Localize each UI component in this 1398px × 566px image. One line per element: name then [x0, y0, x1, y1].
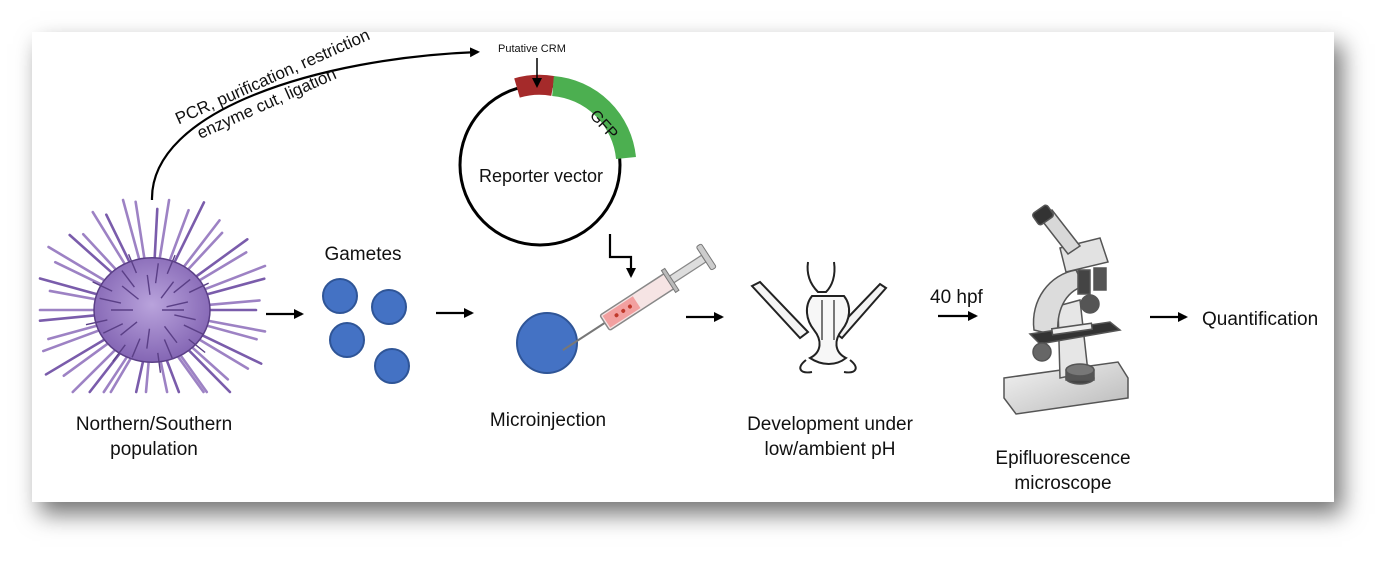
- urchin-texture-line: [102, 323, 124, 334]
- population-label-line1: Northern/Southern: [75, 414, 233, 435]
- urchin-body: [93, 257, 211, 363]
- microscope-label-line1: Epifluorescence: [995, 448, 1131, 469]
- urchin-texture-line: [121, 270, 135, 288]
- plasmid-icon: [458, 58, 636, 247]
- urchin-texture-line: [174, 314, 196, 321]
- urchin-texture-line: [120, 321, 138, 336]
- microscope-icon: [1003, 204, 1129, 415]
- syringe-icon: [562, 243, 717, 351]
- population-label-line2: population: [110, 439, 198, 460]
- hpf-label: 40 hpf: [930, 287, 983, 308]
- plasmid-down-arrow: [608, 234, 636, 278]
- urchin-texture-line: [166, 301, 189, 308]
- urchin-texture-line: [99, 297, 122, 304]
- reporter-vector-label: Reporter vector: [478, 166, 604, 186]
- egg-cell-icon: [516, 312, 578, 374]
- urchin-texture-line: [112, 344, 126, 362]
- urchin-texture-line: [166, 254, 176, 275]
- microinjection-label: Microinjection: [489, 410, 607, 431]
- urchin-texture-line: [146, 328, 151, 349]
- urchin-texture-line: [154, 263, 159, 284]
- pcr-curved-arrow: [150, 47, 480, 201]
- urchin-texture-line: [163, 339, 173, 359]
- development-label-line2: low/ambient pH: [764, 439, 896, 460]
- urchin-texture-line: [160, 281, 175, 299]
- microscope-label: Epifluorescence microscope: [995, 446, 1130, 496]
- urchin-texture-line: [157, 352, 162, 373]
- urchin-texture-line: [85, 319, 108, 326]
- gamete-icon: [322, 278, 410, 384]
- urchin-texture-line: [121, 285, 139, 300]
- quantification-label: Quantification: [1202, 309, 1319, 330]
- urchin-texture-line: [173, 278, 191, 294]
- urchin-texture-line: [188, 282, 209, 294]
- urchin-texture-line: [92, 281, 113, 292]
- development-label-line1: Development under: [747, 414, 913, 435]
- urchin-texture-line: [188, 338, 206, 354]
- urchin-texture-line: [163, 325, 178, 344]
- sea-urchin-icon: [38, 198, 267, 394]
- population-label: Northern/Southern population: [76, 412, 232, 462]
- putative-crm-label: Putative CRM: [498, 43, 566, 55]
- urchin-texture-line: [146, 274, 151, 295]
- larva-icon: [750, 261, 888, 374]
- urchin-texture-line: [183, 324, 204, 335]
- urchin-texture-line: [131, 338, 141, 358]
- gametes-label: Gametes: [324, 244, 402, 265]
- microscope-label-line2: microscope: [1014, 473, 1112, 494]
- development-label: Development under low/ambient pH: [747, 412, 913, 462]
- urchin-texture-line: [127, 254, 138, 274]
